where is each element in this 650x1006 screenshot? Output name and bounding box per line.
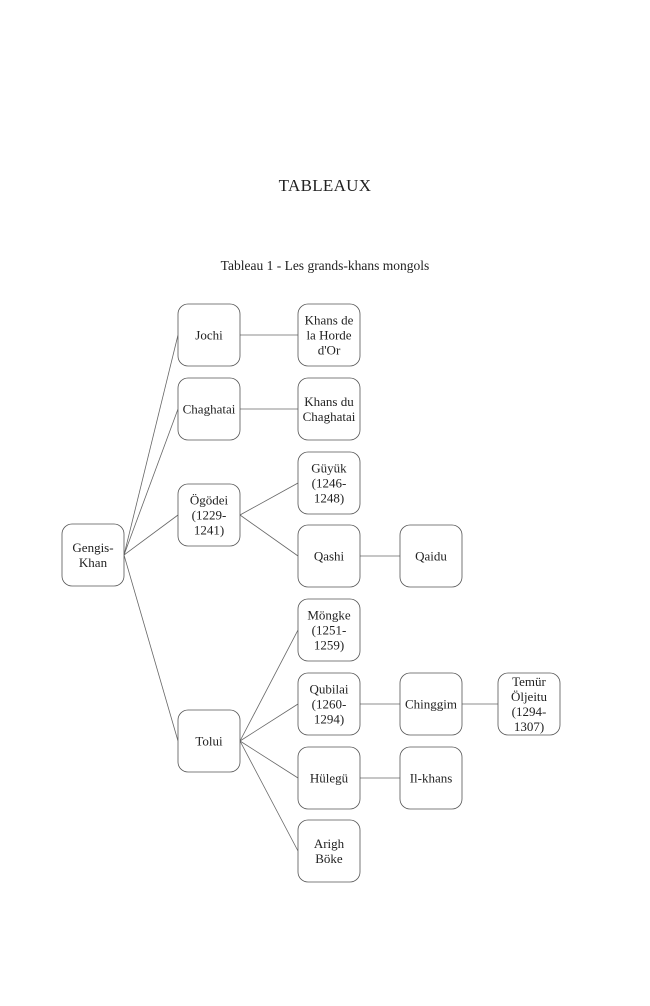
node-box	[399, 524, 463, 588]
node-mongke: Möngke(1251-1259)	[297, 598, 361, 662]
node-box	[297, 377, 361, 441]
node-label-line: Qubilai	[310, 682, 349, 697]
node-chinggim: Chinggim	[399, 672, 463, 736]
node-qaidu: Qaidu	[399, 524, 463, 588]
edges-layer	[123, 334, 498, 852]
node-box	[399, 672, 463, 736]
node-label-line: Temür	[512, 674, 546, 689]
node-label-line: Jochi	[195, 328, 223, 343]
edge-gengis-chaghatai	[123, 408, 179, 556]
node-label-line: 1259)	[314, 638, 344, 653]
node-box	[297, 746, 361, 810]
node-box	[297, 819, 361, 883]
node-box	[297, 303, 361, 367]
node-label-line: (1260-	[312, 697, 347, 712]
node-label-line: Gengis-	[72, 540, 113, 555]
node-label-line: Khans du	[304, 394, 354, 409]
edge-gengis-tolui	[123, 554, 179, 742]
edge-gengis-jochi	[123, 334, 179, 556]
node-label-line: Chaghatai	[303, 409, 356, 424]
node-label-line: Öljeitu	[511, 689, 548, 704]
node-box	[177, 709, 241, 773]
edge-tolui-mongke	[239, 629, 299, 742]
node-chaghatai: Chaghatai	[177, 377, 241, 441]
node-label-line: Tolui	[195, 734, 223, 749]
table-caption: Tableau 1 - Les grands-khans mongols	[220, 258, 430, 273]
node-label-line: 1248)	[314, 491, 344, 506]
node-label-line: Böke	[315, 851, 343, 866]
node-label-line: Khan	[79, 555, 108, 570]
node-box	[399, 746, 463, 810]
node-label-line: (1251-	[312, 623, 347, 638]
nodes-layer: Gengis-KhanJochiChaghataiÖgödei(1229-124…	[61, 303, 561, 883]
node-label-line: (1246-	[312, 476, 347, 491]
node-label-line: (1294-	[512, 704, 547, 719]
node-label-line: 1294)	[314, 712, 344, 727]
node-hulegu: Hülegü	[297, 746, 361, 810]
node-label-line: Güyük	[311, 461, 347, 476]
node-box	[177, 303, 241, 367]
node-guyuk: Güyük(1246-1248)	[297, 451, 361, 515]
node-box	[297, 598, 361, 662]
node-label-line: (1229-	[192, 508, 227, 523]
node-label-line: 1307)	[514, 719, 544, 734]
node-box	[297, 524, 361, 588]
node-box	[177, 377, 241, 441]
edge-tolui-arigh-boke	[239, 740, 299, 852]
edge-tolui-qubilai	[239, 703, 299, 742]
node-label-line: Ögödei	[190, 493, 229, 508]
node-qubilai: Qubilai(1260-1294)	[297, 672, 361, 736]
node-box	[497, 672, 561, 736]
node-box	[297, 672, 361, 736]
node-label-line: Qashi	[314, 549, 345, 564]
node-label-line: la Horde	[306, 328, 351, 343]
node-box	[177, 483, 241, 547]
node-label-line: Qaidu	[415, 549, 447, 564]
node-label-line: Möngke	[307, 608, 351, 623]
node-label-line: d'Or	[318, 343, 341, 358]
edge-tolui-hulegu	[239, 740, 299, 779]
node-label-line: 1241)	[194, 523, 224, 538]
node-label-line: Chinggim	[405, 697, 457, 712]
node-qashi: Qashi	[297, 524, 361, 588]
node-ogodei: Ögödei(1229-1241)	[177, 483, 241, 547]
node-il-khans: Il-khans	[399, 746, 463, 810]
edge-ogodei-qashi	[239, 514, 299, 557]
node-box	[61, 523, 125, 587]
edge-gengis-ogodei	[123, 514, 179, 556]
node-tolui: Tolui	[177, 709, 241, 773]
node-label-line: Hülegü	[310, 771, 349, 786]
node-label-line: Il-khans	[410, 771, 453, 786]
node-label-line: Chaghatai	[183, 402, 236, 417]
node-label-line: Khans de	[305, 313, 354, 328]
node-gengis: Gengis-Khan	[61, 523, 125, 587]
edge-ogodei-guyuk	[239, 482, 299, 516]
page-heading: TABLEAUX	[278, 176, 372, 195]
node-box	[297, 451, 361, 515]
node-label-line: Arigh	[314, 836, 345, 851]
node-jochi: Jochi	[177, 303, 241, 367]
